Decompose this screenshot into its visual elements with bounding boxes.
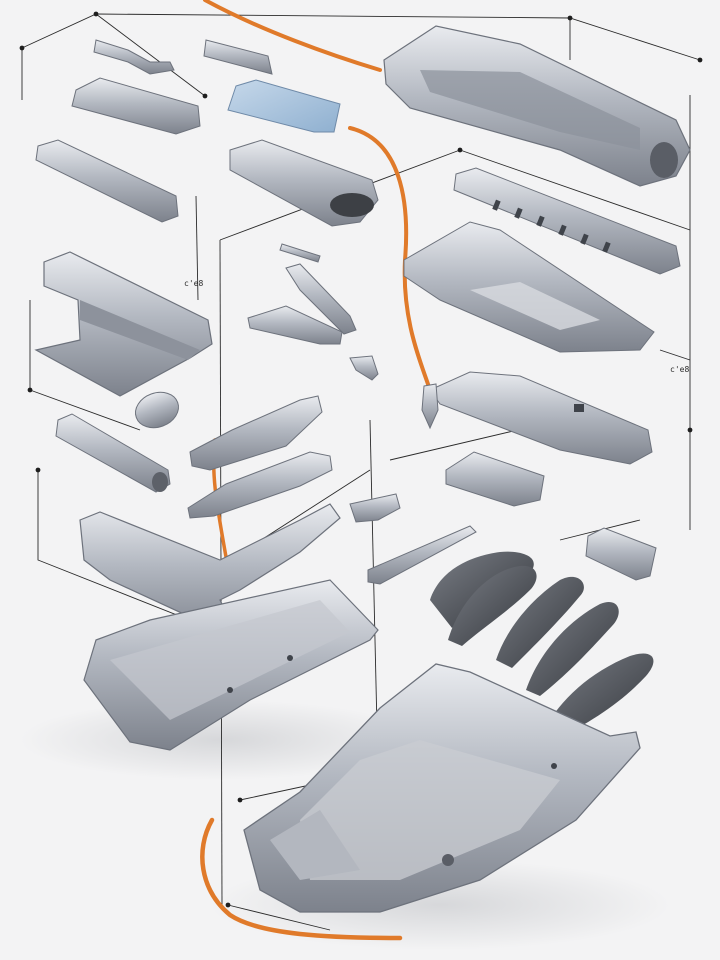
lower-arm bbox=[187, 451, 333, 519]
left-bracket bbox=[34, 251, 213, 397]
dimension-label-left: c'e8 bbox=[184, 279, 203, 288]
wedge-piece bbox=[229, 139, 379, 227]
rail-bar bbox=[35, 139, 179, 223]
pen-shaped-pin bbox=[367, 525, 477, 585]
glass-panel bbox=[227, 79, 341, 133]
center-lever bbox=[79, 503, 341, 642]
cylinder-left bbox=[55, 413, 171, 493]
right-small-block bbox=[585, 527, 657, 581]
hook-arm bbox=[285, 263, 357, 335]
small-glass-tile bbox=[445, 451, 545, 507]
flat-tab bbox=[247, 305, 343, 345]
vented-bar bbox=[453, 167, 681, 275]
cable-connector bbox=[421, 383, 439, 430]
lower-tray-left bbox=[83, 579, 379, 751]
upper-arm bbox=[189, 395, 323, 471]
latch-small bbox=[349, 493, 401, 523]
right-long-plate bbox=[429, 371, 653, 465]
handle-frame bbox=[383, 25, 691, 187]
clip-small bbox=[349, 355, 379, 381]
tray-right bbox=[403, 221, 655, 353]
small-bracket-2 bbox=[203, 39, 273, 75]
bottom-base bbox=[243, 663, 641, 913]
oval-button bbox=[135, 391, 179, 429]
dimension-label-right: c'e8 bbox=[670, 365, 689, 374]
plate-upper-left bbox=[71, 77, 201, 135]
pin-small bbox=[279, 243, 321, 263]
small-bracket-1 bbox=[93, 39, 175, 75]
